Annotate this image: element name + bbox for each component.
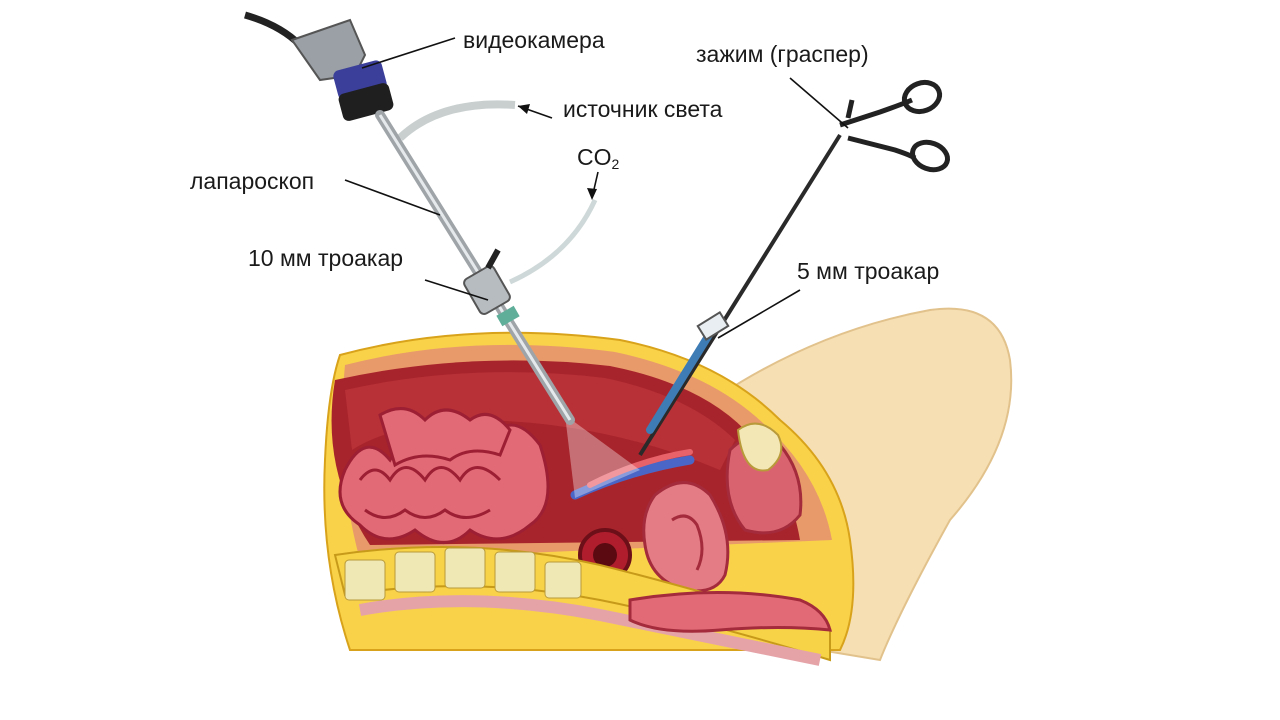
pointer-grasper [789, 77, 849, 129]
trocar-5mm-head [696, 310, 730, 342]
label-co2-subscript: 2 [611, 156, 620, 172]
label-trocar-10: 10 мм троакар [248, 245, 404, 271]
pointer-trocar-10 [424, 279, 489, 301]
trocar-10mm [463, 248, 520, 327]
arrowhead-co2 [587, 188, 597, 200]
pubic-bone [736, 422, 783, 472]
pointer-laparoscope [344, 179, 441, 216]
pointer-videocamera [361, 37, 456, 69]
label-grasper: зажим (граспер) [696, 41, 869, 67]
light-cable [397, 100, 516, 141]
videocamera [290, 18, 394, 121]
label-trocar-5: 5 мм троакар [797, 258, 940, 284]
trocar-5mm-sleeve [646, 326, 716, 434]
grasper-handle [839, 79, 950, 173]
label-co2-main: CO [577, 144, 612, 170]
uterus-inner [671, 514, 704, 571]
arrowhead-light-source [518, 104, 530, 114]
cavity-shading [345, 372, 735, 470]
blood-vessel-blue [570, 455, 695, 500]
co2-tube [508, 198, 598, 285]
vaginal-canal [628, 591, 832, 633]
blood-vessel-red [587, 449, 693, 488]
label-co2: CO2 [577, 144, 620, 172]
label-videocamera: видеокамера [463, 27, 605, 53]
rectum-lumen [593, 543, 617, 567]
spine [333, 546, 831, 666]
grasper-shaft [638, 133, 842, 457]
uterus [642, 481, 730, 593]
arrowheads [518, 104, 597, 200]
pointer-lines [344, 37, 849, 339]
label-light-source: источник света [563, 96, 723, 122]
laparoscope-highlight [378, 114, 572, 421]
pointer-trocar-5 [717, 289, 801, 339]
label-laparoscope: лапароскоп [190, 168, 315, 194]
light-cone [565, 415, 640, 498]
intestines [338, 407, 550, 544]
